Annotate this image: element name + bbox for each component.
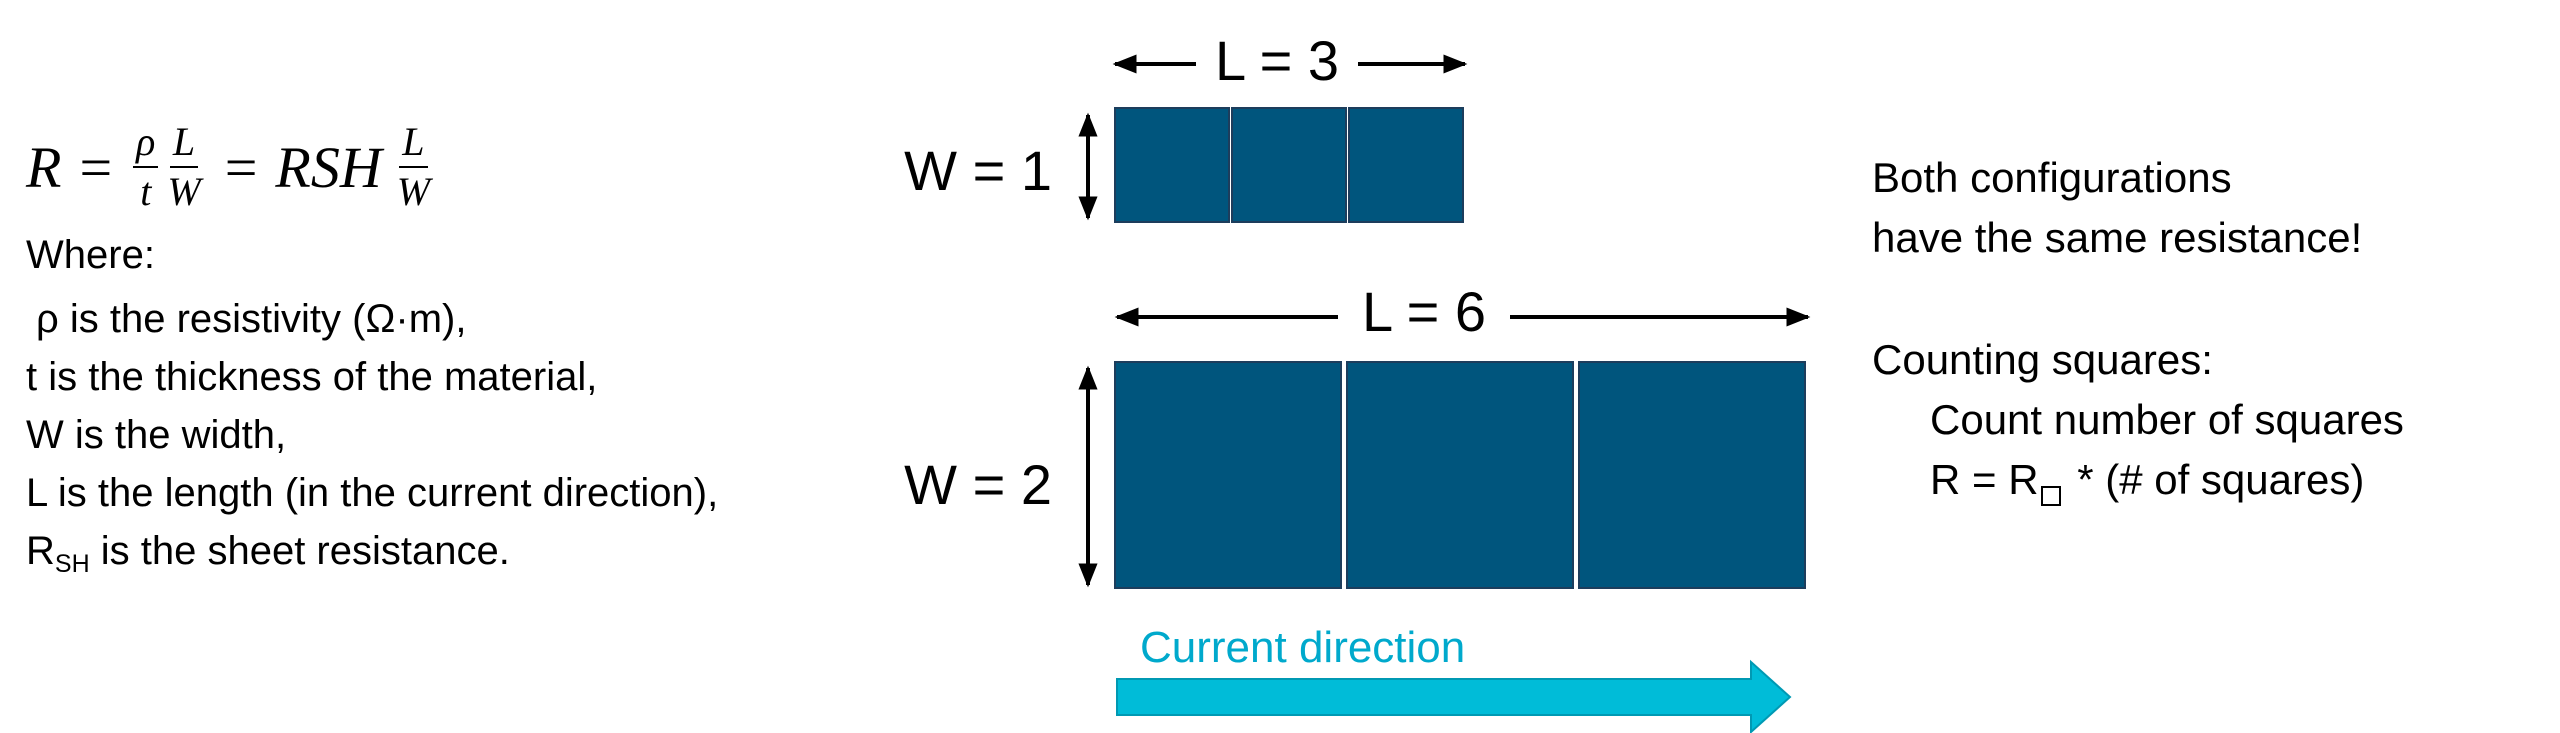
note-line-1: Both configurations [1872, 154, 2232, 201]
fraction-rho-over-t: ρ t [133, 122, 159, 214]
fraction-denominator: W [167, 169, 201, 214]
top-square [1231, 107, 1347, 223]
bottom-width-label: W = 2 [904, 453, 1052, 516]
fraction-l-over-w: L W [164, 122, 203, 212]
resistance-formula: R = ρ t L W = RSH L W [26, 112, 436, 222]
definition-sheet-resistance: RSH is the sheet resistance. [26, 522, 718, 580]
where-label: Where: [26, 233, 155, 277]
definition-thickness: t is the thickness of the material, [26, 355, 598, 399]
notes-panel: Both configurations have the same resist… [1872, 148, 2404, 510]
r-equation-line: R = R * (# of squares) [1872, 450, 2404, 510]
current-direction-label: Current direction [1140, 623, 1465, 672]
rsh-subscript: SH [54, 550, 90, 578]
current-direction-arrow [1116, 659, 1792, 733]
fraction-numerator: L [169, 122, 199, 168]
top-square [1348, 107, 1464, 223]
bottom-squares-row [1114, 361, 1806, 589]
square-symbol-icon [2040, 486, 2061, 506]
rsh-symbol: R [26, 529, 55, 573]
fraction-numerator: ρ [133, 122, 159, 168]
formula-equals-1: = [79, 134, 113, 200]
r-suffix: * (# of squares) [2065, 456, 2365, 503]
definitions-list: Where: ρ is the resistivity (Ω·m), t is … [26, 226, 718, 580]
count-squares-line: Count number of squares [1930, 396, 2404, 443]
note-spacer [1872, 268, 2404, 330]
r-prefix: R = R [1930, 456, 2039, 503]
top-length-label: L = 3 [1215, 29, 1339, 92]
bottom-square [1114, 361, 1342, 589]
definition-rho: ρ is the resistivity (Ω·m), [36, 297, 467, 341]
bottom-length-label: L = 6 [1362, 280, 1486, 343]
top-squares-row [1114, 107, 1464, 223]
bottom-square [1578, 361, 1806, 589]
counting-squares-title: Counting squares: [1872, 336, 2213, 383]
fraction-denominator: t [140, 169, 152, 214]
fraction-denominator: W [396, 169, 431, 214]
fraction-numerator: L [399, 122, 428, 168]
definition-width: W is the width, [26, 413, 287, 457]
rsh-text: is the sheet resistance. [89, 529, 510, 573]
definition-length: L is the length (in the current directio… [26, 471, 719, 515]
top-square [1114, 107, 1230, 223]
fraction-l-over-w-2: L W [394, 122, 433, 212]
formula-r: R [26, 134, 62, 200]
note-line-2: have the same resistance! [1872, 214, 2363, 261]
bottom-square [1346, 361, 1574, 589]
formula-rsh: RSH [275, 134, 382, 200]
top-width-label: W = 1 [904, 139, 1052, 202]
formula-equals-2: = [224, 134, 258, 200]
